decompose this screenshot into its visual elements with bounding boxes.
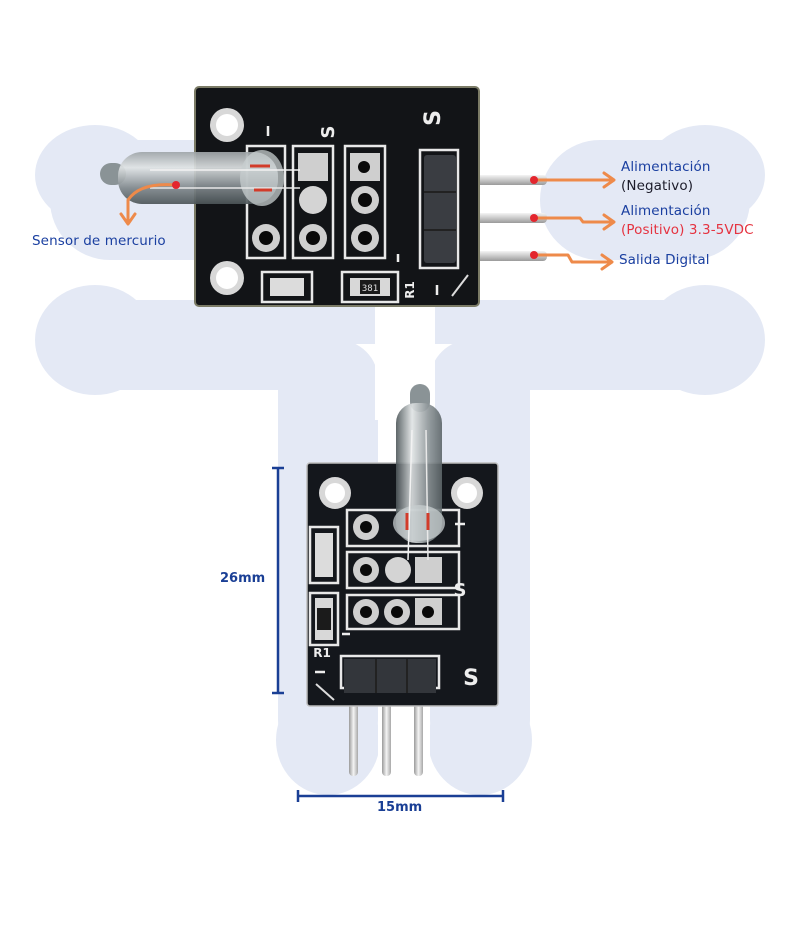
watermark-knob-right-top: [645, 125, 765, 225]
top-module: 381 S S R1: [100, 86, 547, 307]
silk-s-marker: S: [318, 126, 339, 139]
bottom-module: S S R1: [306, 384, 499, 776]
solder-pads: [252, 153, 380, 252]
silk-s-marker: S: [454, 580, 467, 601]
negative-pin-label-line1: Alimentación: [621, 159, 711, 175]
watermark-foot-right: [428, 685, 532, 795]
resistor-code: 381: [362, 284, 378, 294]
width-dimension-label: 15mm: [377, 800, 423, 815]
smd-led: [315, 533, 333, 577]
silk-led-box: [308, 525, 340, 585]
signal-marker-dot: [530, 251, 538, 259]
callout-arrows: [119, 171, 616, 271]
silk-led-box: [260, 270, 314, 304]
silk-resistor-ref: R1: [313, 646, 331, 660]
positive-pin-label-line2: (Positivo) 3.3-5VDC: [621, 222, 754, 238]
dimension-lines: [272, 466, 505, 802]
solder-pads: [353, 514, 442, 625]
positive-callout-arrow: [532, 216, 614, 224]
header-housing: [344, 659, 436, 693]
silk-pad-box-3: [343, 144, 387, 260]
sensor-marker-dot: [172, 181, 180, 189]
height-dimension-label: 26mm: [220, 571, 266, 586]
watermark-knob-left-top: [35, 125, 155, 225]
silk-pad-box-3: [345, 593, 461, 631]
silk-s-marker: S: [463, 666, 479, 691]
mercury-switch-top: [100, 150, 300, 206]
silk-resistor-box: [340, 270, 400, 304]
positive-marker-dot: [530, 214, 538, 222]
mercury-switch-bottom: [393, 384, 445, 561]
silk-s-marker: S: [421, 110, 446, 126]
silk-pad-box-2: [291, 144, 335, 260]
silk-resistor-box: [308, 591, 340, 647]
silk-header-box: [418, 148, 460, 270]
header-housing: [424, 155, 456, 263]
negative-pin-label-line2: (Negativo): [621, 178, 694, 194]
smd-led: [270, 278, 304, 296]
silk-resistor-ref: R1: [403, 281, 417, 299]
sensor-callout-arrow: [126, 183, 178, 224]
positive-pin-label-line1: Alimentación: [621, 203, 711, 219]
negative-marker-dot: [530, 176, 538, 184]
callout-markers: [172, 176, 538, 259]
sensor-label: Sensor de mercurio: [32, 233, 166, 249]
signal-pin-label: Salida Digital: [619, 252, 710, 268]
signal-callout-arrow: [532, 253, 612, 264]
silk-pad-box-2: [345, 550, 461, 590]
